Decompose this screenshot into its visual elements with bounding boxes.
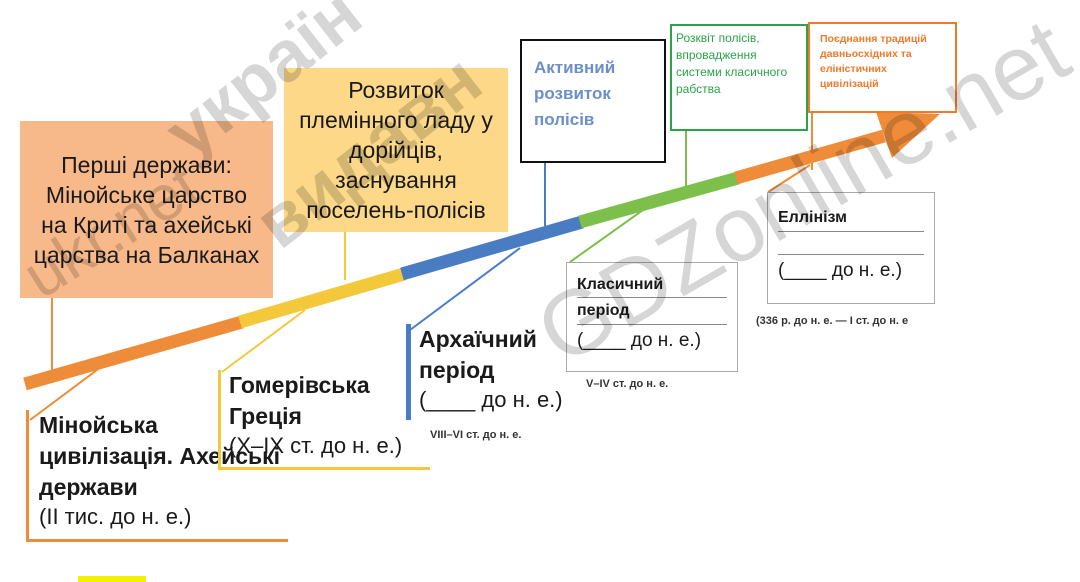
period-archaic: Архаїчний період (____ до н. е.) [406,324,576,420]
period-homeric: Гомерівська Греція (Х–ІХ ст. до н. е.) [218,370,430,470]
box-polis-development-text: Розквіт полісів, впровадження системи кл… [676,31,788,96]
period-minoan-date: (ІІ тис. до н. е.) [39,504,192,529]
connector-hellenism [767,164,811,193]
box-tribal-text: Розвиток племінного ладу у дорійців, зас… [299,77,493,223]
box-first-states-text: Перші держави: Мінойське царство на Крит… [33,151,260,268]
box-tribal: Розвиток племінного ладу у дорійців, зас… [284,68,508,232]
arrow-segment-yellow [238,267,406,329]
box-traditions-text: Поєднання традицій давньосхідних та елін… [820,33,927,90]
period-classical-title-line2: період [577,298,727,325]
period-hellenism-date: (____ до н. е.) [778,260,903,281]
period-archaic-title: Архаїчний період [419,326,537,383]
period-archaic-date: (____ до н. е.) [419,387,563,412]
box-active-polis-text: Активний розвиток полісів [534,58,616,129]
connector-archaic [409,247,521,331]
period-hellenism-blank [778,232,924,255]
arrow-segment-blue [400,215,584,281]
period-hellenism-title: Еллінізм [778,205,924,232]
period-hellenism: Еллінізм (____ до н. е.) [767,192,935,304]
box-first-states: Перші держави: Мінойське царство на Крит… [20,121,273,298]
period-minoan: Мінойська цивілізація. Ахейські держави … [26,410,288,542]
period-classical-note: V–IV ст. до н. е. [586,378,669,390]
connector-classical [569,204,651,263]
connector-minoan [29,363,106,421]
box-traditions: Поєднання традицій давньосхідних та елін… [808,22,957,113]
period-classical-title-line1: Класичний [577,273,727,298]
box-polis-development: Розквіт полісів, впровадження системи кл… [670,24,808,131]
period-minoan-title: Мінойська цивілізація. Ахейські держави [39,412,281,500]
box-active-polis: Активний розвиток полісів [520,39,666,163]
arrow-segment-orange [23,315,244,391]
arrow-segment-green [578,171,740,229]
period-hellenism-note: (336 р. до н. е. — І ст. до н. е [756,315,909,327]
connector-homeric [221,309,306,373]
period-classical-date: (____ до н. е.) [577,330,702,351]
period-archaic-note: VIII–VI ст. до н. е. [430,429,522,441]
period-homeric-date: (Х–ІХ ст. до н. е.) [229,433,403,458]
arrow-head [876,112,940,158]
arrow-segment-orange-end [734,129,886,185]
period-homeric-title: Гомерівська Греція [229,372,370,429]
highlight-mark [78,576,146,582]
period-classical: Класичний період (____ до н. е.) [566,262,738,372]
